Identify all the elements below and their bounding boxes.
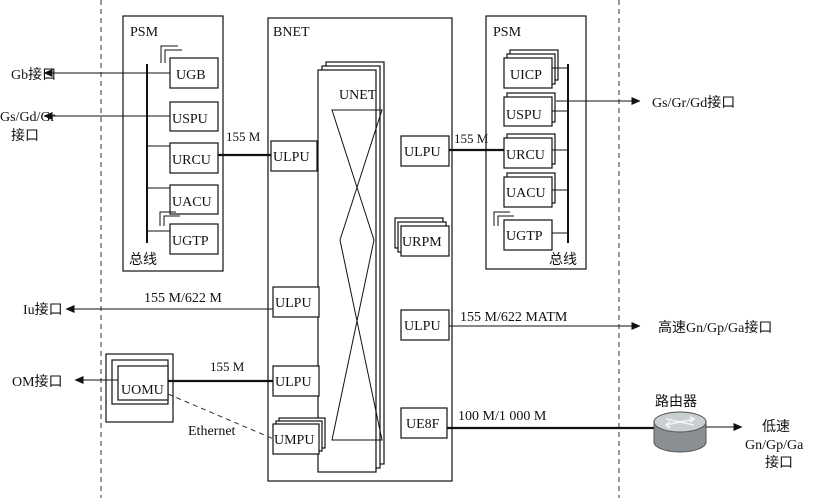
psm-right: PSM 总线 UICP USPU URCU <box>485 15 587 270</box>
ethernet-link <box>167 393 277 441</box>
psm-left-title: PSM <box>130 25 159 40</box>
bnet-right-urpm: URPM <box>394 217 450 257</box>
eth-rate-label: 100 M/1 000 M <box>458 409 547 424</box>
bnet-left-ulpu-2-label: ULPU <box>275 296 312 311</box>
bnet-right-ue8f: UE8F <box>400 407 448 439</box>
link-left-155-label: 155 M <box>226 129 261 144</box>
card-uspu-left: USPU <box>147 101 219 132</box>
om-label: OM接口 <box>12 373 63 390</box>
card-ugtp-left: UGTP <box>147 211 219 255</box>
card-uacu-right-label: UACU <box>506 186 546 201</box>
ethernet-label: Ethernet <box>188 424 236 439</box>
bnet-right-ulpu-1-label: ULPU <box>404 145 441 160</box>
gs-gd-gr-label-1: Gs/Gd/Gr <box>0 110 56 125</box>
card-urcu-right: URCU <box>503 133 568 169</box>
link-right-155-label: 155 M <box>454 131 489 146</box>
unet: UNET <box>317 61 385 473</box>
psm-left-bus-label: 总线 <box>129 252 157 268</box>
lowspeed-label-1: 低速 <box>762 419 790 435</box>
bnet-right-ulpu-2: ULPU <box>400 309 450 341</box>
psm-left: PSM 总线 UGB USPU URCU UACU <box>122 15 224 272</box>
bnet-right-ulpu-2-label: ULPU <box>404 319 441 334</box>
gs-gr-gd-right-label: Gs/Gr/Gd接口 <box>652 94 735 111</box>
lowspeed-label-3: 接口 <box>765 454 793 471</box>
router: 路由器 <box>653 394 707 453</box>
card-ugb-label: UGB <box>176 68 206 83</box>
psm-right-title: PSM <box>493 25 522 40</box>
unet-label: UNET <box>339 88 377 103</box>
bnet-left-ulpu-3: ULPU <box>272 365 320 397</box>
gs-gd-gr-label-2: 接口 <box>11 127 39 144</box>
bnet-right-urpm-label: URPM <box>402 235 442 250</box>
card-uacu-left: UACU <box>147 184 219 215</box>
iu-rate-label: 155 M/622 M <box>144 291 222 306</box>
psm-right-bus-label: 总线 <box>549 252 577 268</box>
highspeed-label: 高速Gn/Gp/Ga接口 <box>658 319 772 336</box>
card-uacu-left-label: UACU <box>172 195 212 210</box>
card-uspu-left-label: USPU <box>172 112 208 127</box>
bnet-title: BNET <box>273 25 310 40</box>
card-uicp-label: UICP <box>510 68 542 83</box>
bnet-right-ue8f-label: UE8F <box>406 417 440 432</box>
card-uspu-right-label: USPU <box>506 108 542 123</box>
bnet: BNET UNET ULPU ULPU ULPU UMPU <box>267 17 453 482</box>
router-icon <box>664 416 696 429</box>
card-uspu-right: USPU <box>503 92 568 127</box>
bnet-left-ulpu-1-label: ULPU <box>273 150 310 165</box>
lowspeed-label-2: Gn/Gp/Ga <box>745 438 804 453</box>
card-ugtp-right: UGTP <box>493 211 568 251</box>
bnet-left-ulpu-3-label: ULPU <box>275 375 312 390</box>
unet-crossbar <box>331 109 383 441</box>
atm-rate-label: 155 M/622 MATM <box>460 310 568 325</box>
card-urcu-left: URCU <box>147 142 219 174</box>
bnet-left-umpu-label: UMPU <box>274 433 314 448</box>
card-uicp: UICP <box>503 49 568 89</box>
bnet-right-ulpu-1: ULPU <box>400 135 450 167</box>
card-ugb: UGB <box>147 45 219 89</box>
bnet-left-ulpu-2: ULPU <box>272 286 320 318</box>
link-om-155-label: 155 M <box>210 359 245 374</box>
card-uacu-right: UACU <box>503 172 568 208</box>
bnet-left-umpu: UMPU <box>272 417 326 455</box>
card-urcu-right-label: URCU <box>506 148 545 163</box>
card-ugtp-right-label: UGTP <box>506 229 543 244</box>
gb-label: Gb接口 <box>11 66 56 83</box>
uomu-label: UOMU <box>121 383 164 398</box>
bnet-left-ulpu-1: ULPU <box>270 140 318 172</box>
card-urcu-left-label: URCU <box>172 153 211 168</box>
om-box: UOMU <box>105 353 174 423</box>
card-ugtp-left-label: UGTP <box>172 234 209 249</box>
iu-label: Iu接口 <box>23 301 63 318</box>
router-label: 路由器 <box>655 394 697 410</box>
